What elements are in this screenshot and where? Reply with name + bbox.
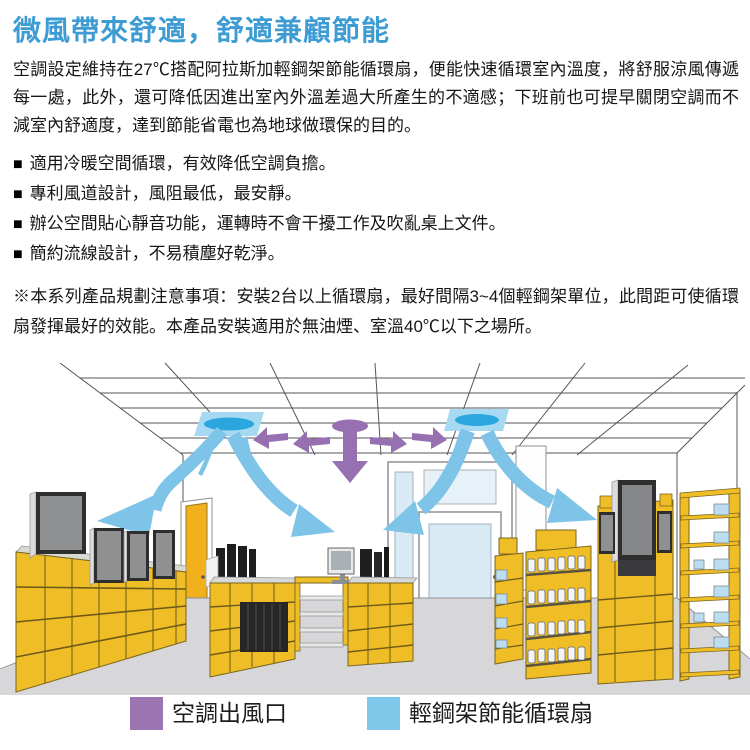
airflow-arrow	[226, 431, 298, 517]
register-monitor	[238, 546, 247, 583]
airflow-arrowhead-icon	[383, 501, 424, 535]
ac-down-arrow-icon	[332, 432, 368, 483]
ac-side-arrow-icon	[293, 431, 330, 453]
computer-monitor	[327, 547, 355, 584]
feature-item: ■ 簡約流線設計，不易積塵好乾淨。	[13, 239, 738, 269]
ac-side-arrow-icon	[253, 427, 288, 449]
feature-text: 辦公空間貼心靜音功能，運轉時不會干擾工作及吹亂桌上文件。	[29, 214, 506, 233]
right-tv-shelf	[597, 479, 674, 685]
register-monitor	[384, 547, 389, 583]
airflow-arrows	[97, 426, 597, 537]
tv-monitor	[657, 511, 672, 553]
airflow-arrowhead-icon	[547, 488, 597, 523]
legend-item-ac-outlet: 空調出風口	[130, 696, 287, 730]
bullet-square-icon: ■	[13, 246, 23, 263]
circulation-fan-right	[444, 409, 509, 431]
legend-label: 空調出風口	[172, 700, 287, 726]
ac-side-arrow-icon	[370, 431, 407, 453]
bullet-square-icon: ■	[13, 156, 23, 173]
store-airflow-illustration	[0, 355, 750, 695]
checkout-counter	[205, 544, 418, 678]
ac-side-arrow-icon	[412, 427, 447, 449]
tv-monitor	[123, 530, 149, 583]
register-monitor	[374, 552, 382, 583]
feature-item: ■ 適用冷暖空間循環，有效降低空調負擔。	[13, 149, 738, 179]
left-shelves	[15, 491, 187, 693]
feature-item: ■ 辦公空間貼心靜音功能，運轉時不會干擾工作及吹亂桌上文件。	[13, 209, 738, 239]
airflow-arrow	[148, 426, 227, 512]
circulation-fan-left	[194, 412, 264, 436]
feature-item: ■ 專利風道設計，風阻最低，最安靜。	[13, 179, 738, 209]
feature-text: 簡約流線設計，不易積塵好乾淨。	[29, 244, 285, 263]
legend-item-circulation-fan: 輕鋼架節能循環扇	[367, 696, 593, 730]
door-handle-icon	[201, 575, 205, 579]
airflow-arrow	[480, 429, 556, 509]
ac-outlet-swatch	[130, 696, 163, 730]
tv-monitor	[89, 527, 124, 586]
legend-label: 輕鋼架節能循環扇	[409, 700, 593, 726]
airflow-arrowhead-icon	[97, 494, 157, 536]
bullet-square-icon: ■	[13, 216, 23, 233]
intro-paragraph: 空調設定維持在27℃搭配阿拉斯加輕鋼架節能循環扇，便能快速循環室內溫度，將舒服涼…	[13, 60, 739, 135]
tv-monitor	[29, 491, 86, 559]
bullet-square-icon: ■	[13, 186, 23, 203]
circulation-fan-swatch	[367, 696, 400, 730]
feature-text: 適用冷暖空間循環，有效降低空調負擔。	[29, 154, 336, 173]
ac-outlet	[253, 419, 447, 483]
tv-monitor	[153, 530, 175, 579]
register-monitor	[216, 548, 225, 583]
bottle-row	[527, 555, 586, 664]
right-gondola-bottles	[525, 529, 592, 680]
tv-monitor	[611, 479, 656, 576]
right-gondola-small	[494, 537, 524, 665]
note-paragraph: ※本系列產品規劃注意事項：安裝2台以上循環扇，最好間隔3~4個輕鋼架單位，此間距…	[13, 287, 739, 336]
register-monitor	[227, 544, 236, 583]
airflow-arrow	[416, 428, 475, 515]
page-title: 微風帶來舒適，舒適兼顧節能	[13, 15, 391, 46]
tv-monitor	[599, 512, 615, 554]
feature-list: ■ 適用冷暖空間循環，有效降低空調負擔。 ■ 專利風道設計，風阻最低，最安靜。 ■ 辦…	[13, 149, 738, 269]
register-monitor	[249, 549, 256, 583]
airflow-arrowhead-icon	[291, 504, 335, 537]
register-monitor	[360, 549, 372, 583]
right-open-rack	[679, 487, 741, 682]
feature-text: 專利風道設計，風阻最低，最安靜。	[29, 184, 302, 203]
legend: 空調出風口 輕鋼架節能循環扇	[0, 696, 750, 730]
